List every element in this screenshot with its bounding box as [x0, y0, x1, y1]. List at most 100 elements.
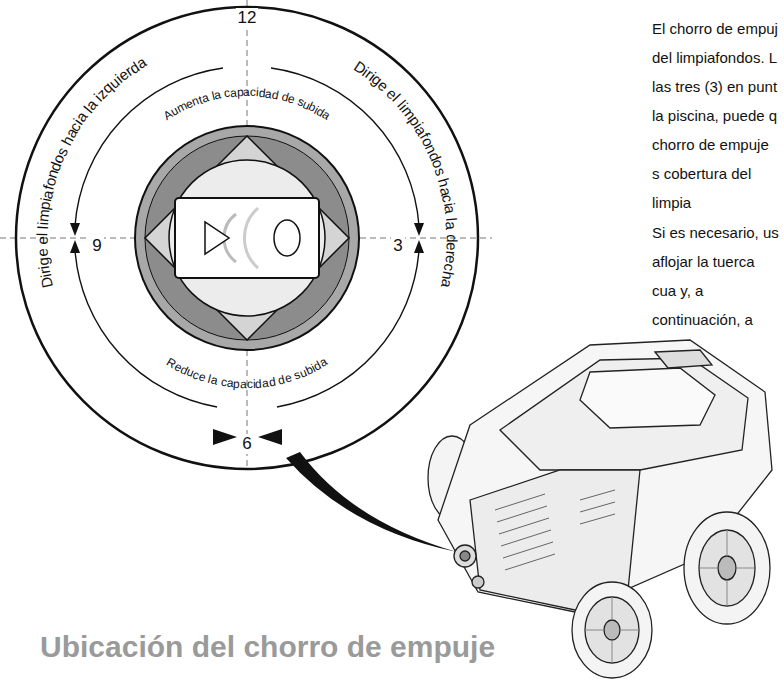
glyph: u [298, 366, 309, 380]
glyph: a [438, 185, 455, 197]
glyph: m [35, 209, 51, 223]
glyph: m [175, 100, 189, 115]
glyph: e [443, 255, 459, 265]
glyph: u [169, 104, 181, 118]
clock-number: 9 [90, 236, 103, 256]
glyph: l [34, 233, 49, 237]
lift-text: Aumenta la capacidad de subida [16, 7, 478, 469]
glyph: c [442, 263, 458, 273]
glyph: f [417, 130, 432, 141]
glyph: a [318, 355, 330, 369]
glyph: e [375, 77, 391, 94]
glyph: o [41, 176, 58, 188]
glyph: d [277, 373, 286, 386]
glyph: h [436, 177, 453, 189]
glyph: r [37, 267, 53, 274]
glyph: i [252, 378, 255, 390]
glyph: c [220, 376, 228, 389]
glyph: d [258, 86, 266, 99]
glyph [381, 82, 394, 96]
glyph: c [247, 378, 253, 390]
glyph: A [162, 108, 175, 122]
glyph: i [36, 264, 51, 269]
glyph: e [184, 97, 195, 111]
glyph: i [310, 362, 318, 374]
glyph: s [293, 368, 303, 381]
glyph: s [296, 95, 306, 108]
glyph: o [430, 157, 447, 170]
glyph: i [91, 91, 104, 104]
glyph: z [94, 85, 110, 101]
glyph [56, 141, 71, 151]
glyph [207, 91, 213, 103]
clock-number: 6 [240, 434, 253, 454]
lift-text: Reduce la capacidad de subida [16, 7, 478, 469]
glyph: i [313, 104, 321, 116]
glyph: a [442, 205, 458, 215]
glyph [220, 88, 225, 100]
glyph [35, 244, 50, 249]
instruction-paragraph: Si es necesario, us aflojar la tuerca cu… [652, 218, 780, 334]
section-heading: Ubicación del chorro de empuje [40, 630, 495, 664]
glyph: f [40, 184, 56, 192]
glyph [216, 375, 222, 387]
glyph: a [261, 376, 269, 389]
glyph: d [271, 88, 280, 101]
glyph: p [236, 86, 243, 98]
glyph [293, 94, 300, 106]
glyph: q [99, 79, 115, 96]
glyph: n [44, 168, 61, 181]
glyph [444, 230, 459, 235]
glyph: c [67, 119, 84, 133]
direction-text: Dirige el limpiafondos hacia la izquierd… [16, 7, 478, 469]
glyph: a [200, 91, 210, 104]
clock-number: 3 [391, 236, 404, 256]
glyph: l [444, 217, 459, 222]
glyph: l [35, 225, 50, 229]
glyph: d [280, 90, 290, 103]
jet-nozzle-face [135, 126, 359, 350]
glyph: c [250, 86, 256, 98]
glyph: p [37, 200, 53, 211]
glyph: i [71, 116, 85, 127]
pool-cleaner [428, 340, 772, 678]
glyph: t [197, 93, 204, 105]
dial-outline [16, 7, 478, 469]
glyph: a [320, 109, 332, 123]
glyph: g [35, 256, 51, 266]
glyph: p [407, 113, 424, 128]
glyph: i [441, 201, 456, 207]
glyph: e [384, 85, 401, 101]
glyph: h [58, 133, 75, 147]
glyph: l [210, 90, 215, 102]
glyph: e [172, 360, 184, 374]
glyph: u [301, 98, 312, 112]
glyph: r [444, 250, 459, 256]
glyph: b [304, 363, 315, 377]
glyph: d [315, 105, 327, 119]
glyph: a [73, 109, 90, 125]
glyph: D [38, 275, 55, 289]
glyph: a [39, 188, 55, 199]
glyph: i [411, 120, 425, 131]
glyph: r [363, 66, 376, 81]
glyph: l [207, 373, 213, 385]
glyph: a [62, 126, 79, 141]
glyph [89, 93, 103, 106]
glyph: u [185, 366, 196, 380]
glyph: e [115, 66, 131, 83]
glyph: n [190, 95, 200, 109]
glyph: e [197, 370, 207, 383]
glyph [277, 90, 283, 102]
glyph: s [433, 165, 450, 177]
glyph: e [283, 371, 293, 384]
glyph [435, 173, 451, 181]
glyph: e [34, 236, 49, 245]
glyph: o [50, 152, 67, 166]
glyph: a [413, 123, 430, 138]
glyph [274, 375, 280, 387]
glyph [203, 372, 210, 384]
glyph: c [223, 87, 231, 100]
glyph: d [268, 375, 277, 388]
